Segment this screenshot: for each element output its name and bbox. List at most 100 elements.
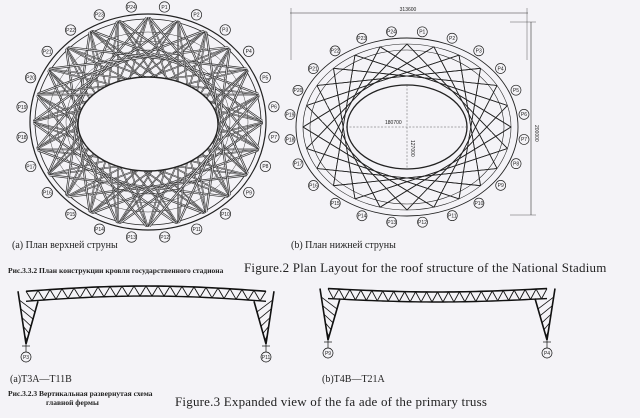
- lower-member: [379, 126, 512, 208]
- support-node-label: P6: [521, 112, 527, 118]
- truss-web-member: [229, 288, 237, 300]
- support-node-marker: [65, 208, 77, 220]
- member-tag-bg: [455, 175, 462, 179]
- truss-web-member: [157, 285, 165, 297]
- truss-web-member: [175, 286, 183, 297]
- support-node-marker: [473, 45, 485, 57]
- support-node-label: P4: [246, 49, 252, 55]
- support-node-label: P16: [309, 183, 318, 189]
- member-tag-bg: [467, 84, 474, 88]
- support-node-label: P7: [271, 135, 277, 141]
- upper-support-nodes: P1P2P3P4P5P6P7P8P9P10P11P12P13P14P15P16P…: [16, 1, 280, 243]
- truss-web-member: [333, 288, 340, 300]
- member-tag-bg: [356, 178, 363, 182]
- lower-member: [302, 126, 435, 208]
- lower-member: [406, 43, 508, 149]
- truss-leg-brace: [260, 317, 271, 327]
- support-node-marker: [518, 109, 530, 120]
- support-node-label: P7: [521, 137, 527, 143]
- lower-member: [316, 85, 381, 208]
- support-node-marker: [268, 101, 280, 113]
- support-node-label: P1: [419, 30, 425, 36]
- lower-member: [433, 46, 498, 169]
- support-node-marker: [259, 160, 271, 172]
- truss-leg-brace: [322, 305, 336, 317]
- support-node-label: P15: [331, 201, 340, 207]
- lower-member: [316, 67, 481, 86]
- support-node-label: P18: [286, 137, 295, 143]
- upper-member-highlight: [177, 68, 249, 225]
- lower-plan-caption: (b) План нижней струны: [291, 240, 396, 251]
- figure3-english-caption: Figure.3 Expanded view of the fa ade of …: [175, 394, 488, 409]
- member-tag-bg: [451, 72, 458, 76]
- support-node-label: P21: [309, 66, 318, 72]
- member-tag-bg: [470, 163, 477, 167]
- support-node-label: P9: [246, 190, 252, 196]
- lower-member: [379, 46, 512, 128]
- member-tag-bg: [370, 66, 377, 70]
- support-node-marker: [219, 24, 231, 36]
- truss-web-member: [365, 290, 373, 301]
- truss-leg-brace: [537, 296, 554, 310]
- figure3-russian-caption-line2: главной фермы: [46, 398, 99, 407]
- support-node-label: P6: [271, 105, 277, 111]
- truss-web-member: [338, 288, 345, 300]
- support-node-marker: [356, 32, 368, 44]
- support-node-label: P20: [293, 88, 302, 94]
- lower-support-nodes: P1P2P3P4P5P6P7P8P9P10P11P12P13P14P15P16P…: [284, 26, 530, 228]
- support-node-label: P24: [387, 30, 396, 36]
- member-tag-bg: [478, 98, 485, 102]
- truss-bottom-chord: [327, 297, 548, 303]
- truss-web-member: [31, 290, 39, 302]
- support-node-marker: [93, 9, 105, 21]
- support-node-marker: [518, 134, 530, 145]
- support-node-marker: [446, 210, 458, 222]
- lower-member: [333, 55, 356, 186]
- dimension-top-value: 313600: [400, 7, 417, 13]
- lower-ring: [309, 49, 505, 205]
- truss-web-member: [97, 286, 105, 297]
- support-node-label: P14: [95, 227, 104, 233]
- truss-web-member: [541, 288, 548, 300]
- upper-outer-ring: [29, 13, 267, 231]
- truss-web-member: [109, 286, 117, 297]
- member-tag-bg: [323, 135, 330, 139]
- support-node-label: P23: [357, 36, 366, 42]
- truss-web-member: [497, 290, 504, 302]
- support-node-label: P13: [127, 235, 136, 241]
- truss-web-member: [502, 290, 510, 301]
- truss-a-caption: (a)T3A—T11B: [10, 374, 72, 385]
- support-node-marker: [284, 109, 296, 120]
- support-node-marker: [386, 26, 397, 38]
- opening-width-value: 180700: [385, 120, 402, 126]
- truss-web-member: [37, 290, 45, 301]
- support-node-marker: [41, 187, 53, 199]
- support-node-marker: [243, 45, 255, 57]
- lower-chord-plan: 313600 200000 180700 127000 P1P2P3P4P5P6…: [284, 7, 539, 228]
- support-node-marker: [25, 160, 37, 173]
- member-tag-bg: [329, 152, 336, 156]
- truss-leg-brace: [539, 305, 553, 317]
- lower-member: [306, 54, 460, 106]
- support-node-marker: [191, 223, 203, 235]
- support-node-marker: [495, 180, 507, 191]
- upper-roof-opening: [77, 76, 219, 172]
- truss-web-member: [387, 291, 395, 302]
- truss-leg-brace: [264, 335, 268, 341]
- lower-member: [306, 43, 408, 149]
- truss-leg-brace: [543, 322, 550, 330]
- truss-leg-brace: [258, 308, 272, 320]
- truss-web-member: [448, 291, 455, 303]
- support-node-marker: [20, 351, 32, 363]
- support-node-label: P23: [95, 13, 104, 19]
- support-node-label: P8: [513, 161, 519, 167]
- support-node-marker: [495, 63, 506, 74]
- truss-web-member: [349, 289, 356, 301]
- truss-web-member: [67, 287, 75, 299]
- truss-web-member: [199, 287, 207, 298]
- truss-web-member: [73, 287, 81, 299]
- truss-web-member: [393, 291, 400, 302]
- support-node-marker: [243, 186, 255, 199]
